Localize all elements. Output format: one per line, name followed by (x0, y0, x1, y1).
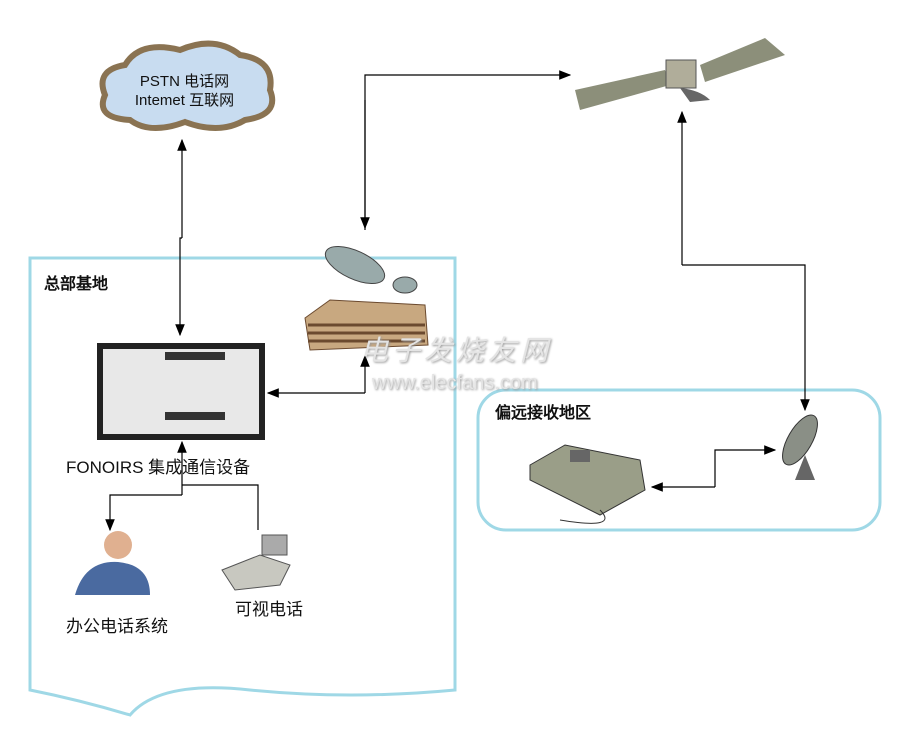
internet-label: Intemet 互联网 (134, 92, 235, 109)
office-person-icon (75, 531, 150, 595)
watermark-url: www.elecfans.com (372, 372, 538, 394)
pstn-label: PSTN 电话网 (139, 73, 230, 90)
equipment-rack-icon (97, 343, 265, 440)
video-phone-label: 可视电话 (235, 600, 303, 619)
hq-region (28, 256, 457, 717)
hq-region-label: 总部基地 (44, 276, 109, 293)
connections (105, 70, 810, 532)
cloud-label: PSTN 电话网 Intemet 互联网 (112, 72, 257, 110)
satellite-icon (575, 38, 785, 110)
remote-dish-icon (782, 414, 818, 480)
cloud-icon (99, 40, 276, 132)
office-phone-label: 办公电话系统 (66, 617, 168, 636)
remote-region (476, 388, 882, 532)
remote-region-label: 偏远接收地区 (495, 405, 592, 422)
equipment-label: FONOIRS 集成通信设备 (66, 458, 251, 477)
ground-station-icon (304, 245, 429, 351)
remote-phone-icon (529, 444, 646, 524)
video-phone-icon (221, 534, 291, 591)
watermark-cn: 电子发烧友网 (360, 335, 553, 366)
